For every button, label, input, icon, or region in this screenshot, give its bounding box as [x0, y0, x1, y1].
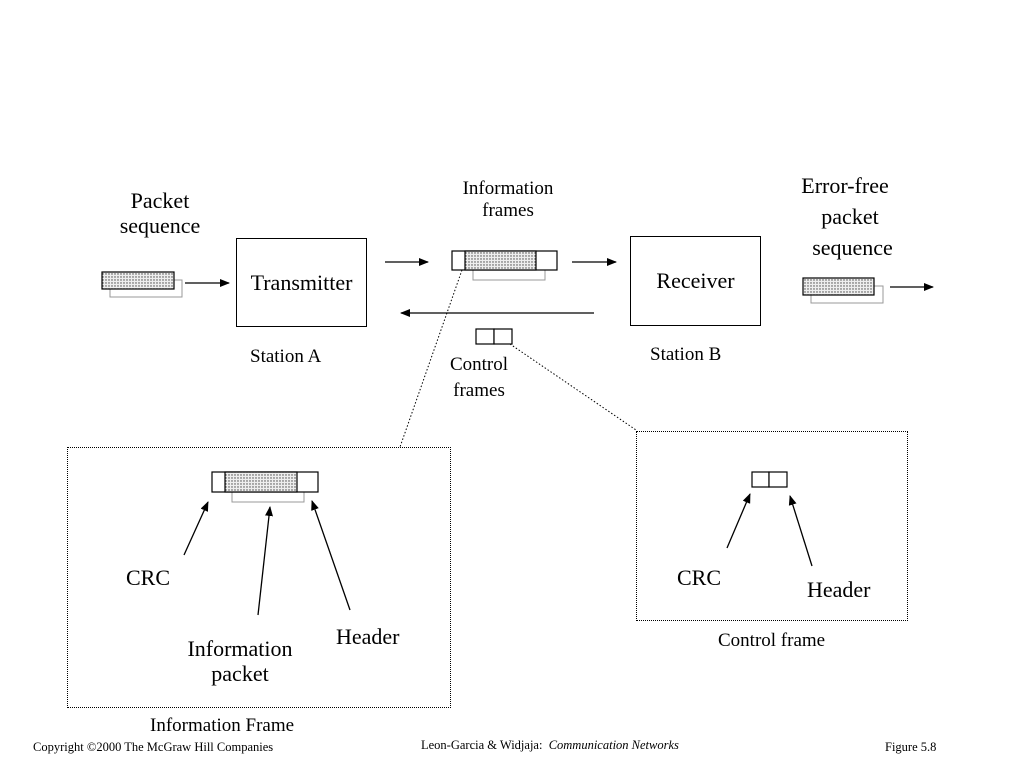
packet-sequence-label: Packet sequence — [119, 188, 201, 239]
arrow-info-packet — [257, 506, 273, 616]
information-frame-caption: Information Frame — [150, 715, 295, 736]
info-crc-label: CRC — [126, 565, 171, 590]
output-packet — [802, 277, 884, 304]
leader-control-frame — [509, 343, 637, 431]
station-a-label: Station A — [250, 346, 322, 367]
arrow-crc — [183, 501, 209, 556]
receiver-label: Receiver — [656, 268, 735, 293]
footer-figure: Figure 5.8 — [885, 740, 937, 754]
footer-book: Communication Networks — [548, 738, 679, 752]
information-frames-label: Information frames — [462, 178, 554, 221]
arrow-header — [311, 500, 351, 611]
footer-copyright: Copyright ©2000 The McGraw Hill Companie… — [33, 740, 274, 754]
transmitter-label: Transmitter — [250, 269, 353, 295]
information-frame-small — [451, 250, 558, 281]
receiver-box: Receiver — [630, 236, 761, 326]
control-crc-label: CRC — [677, 565, 722, 590]
footer-authors: Leon-Garcia & Widjaja: — [421, 738, 543, 752]
information-frame-panel — [67, 447, 451, 708]
arrow-control-header — [788, 495, 813, 567]
station-b-label: Station B — [650, 344, 722, 365]
input-packet — [101, 271, 183, 298]
footer-citation: Leon-Garcia & Widjaja: Communication Net… — [421, 738, 679, 752]
control-frame-small — [475, 328, 513, 345]
control-frame-large — [751, 471, 788, 488]
control-frames-label: Control frames — [449, 354, 509, 402]
info-header-label: Header — [336, 624, 400, 649]
transmitter-box: Transmitter — [236, 238, 367, 327]
error-free-label: Error-free packet sequence — [801, 173, 893, 260]
control-frame-panel — [636, 431, 908, 621]
control-header-label: Header — [807, 577, 871, 602]
info-packet-label: Information packet — [187, 636, 293, 687]
information-frame-large — [211, 471, 319, 503]
control-frame-caption: Control frame — [718, 630, 826, 651]
arrow-control-crc — [726, 493, 751, 549]
